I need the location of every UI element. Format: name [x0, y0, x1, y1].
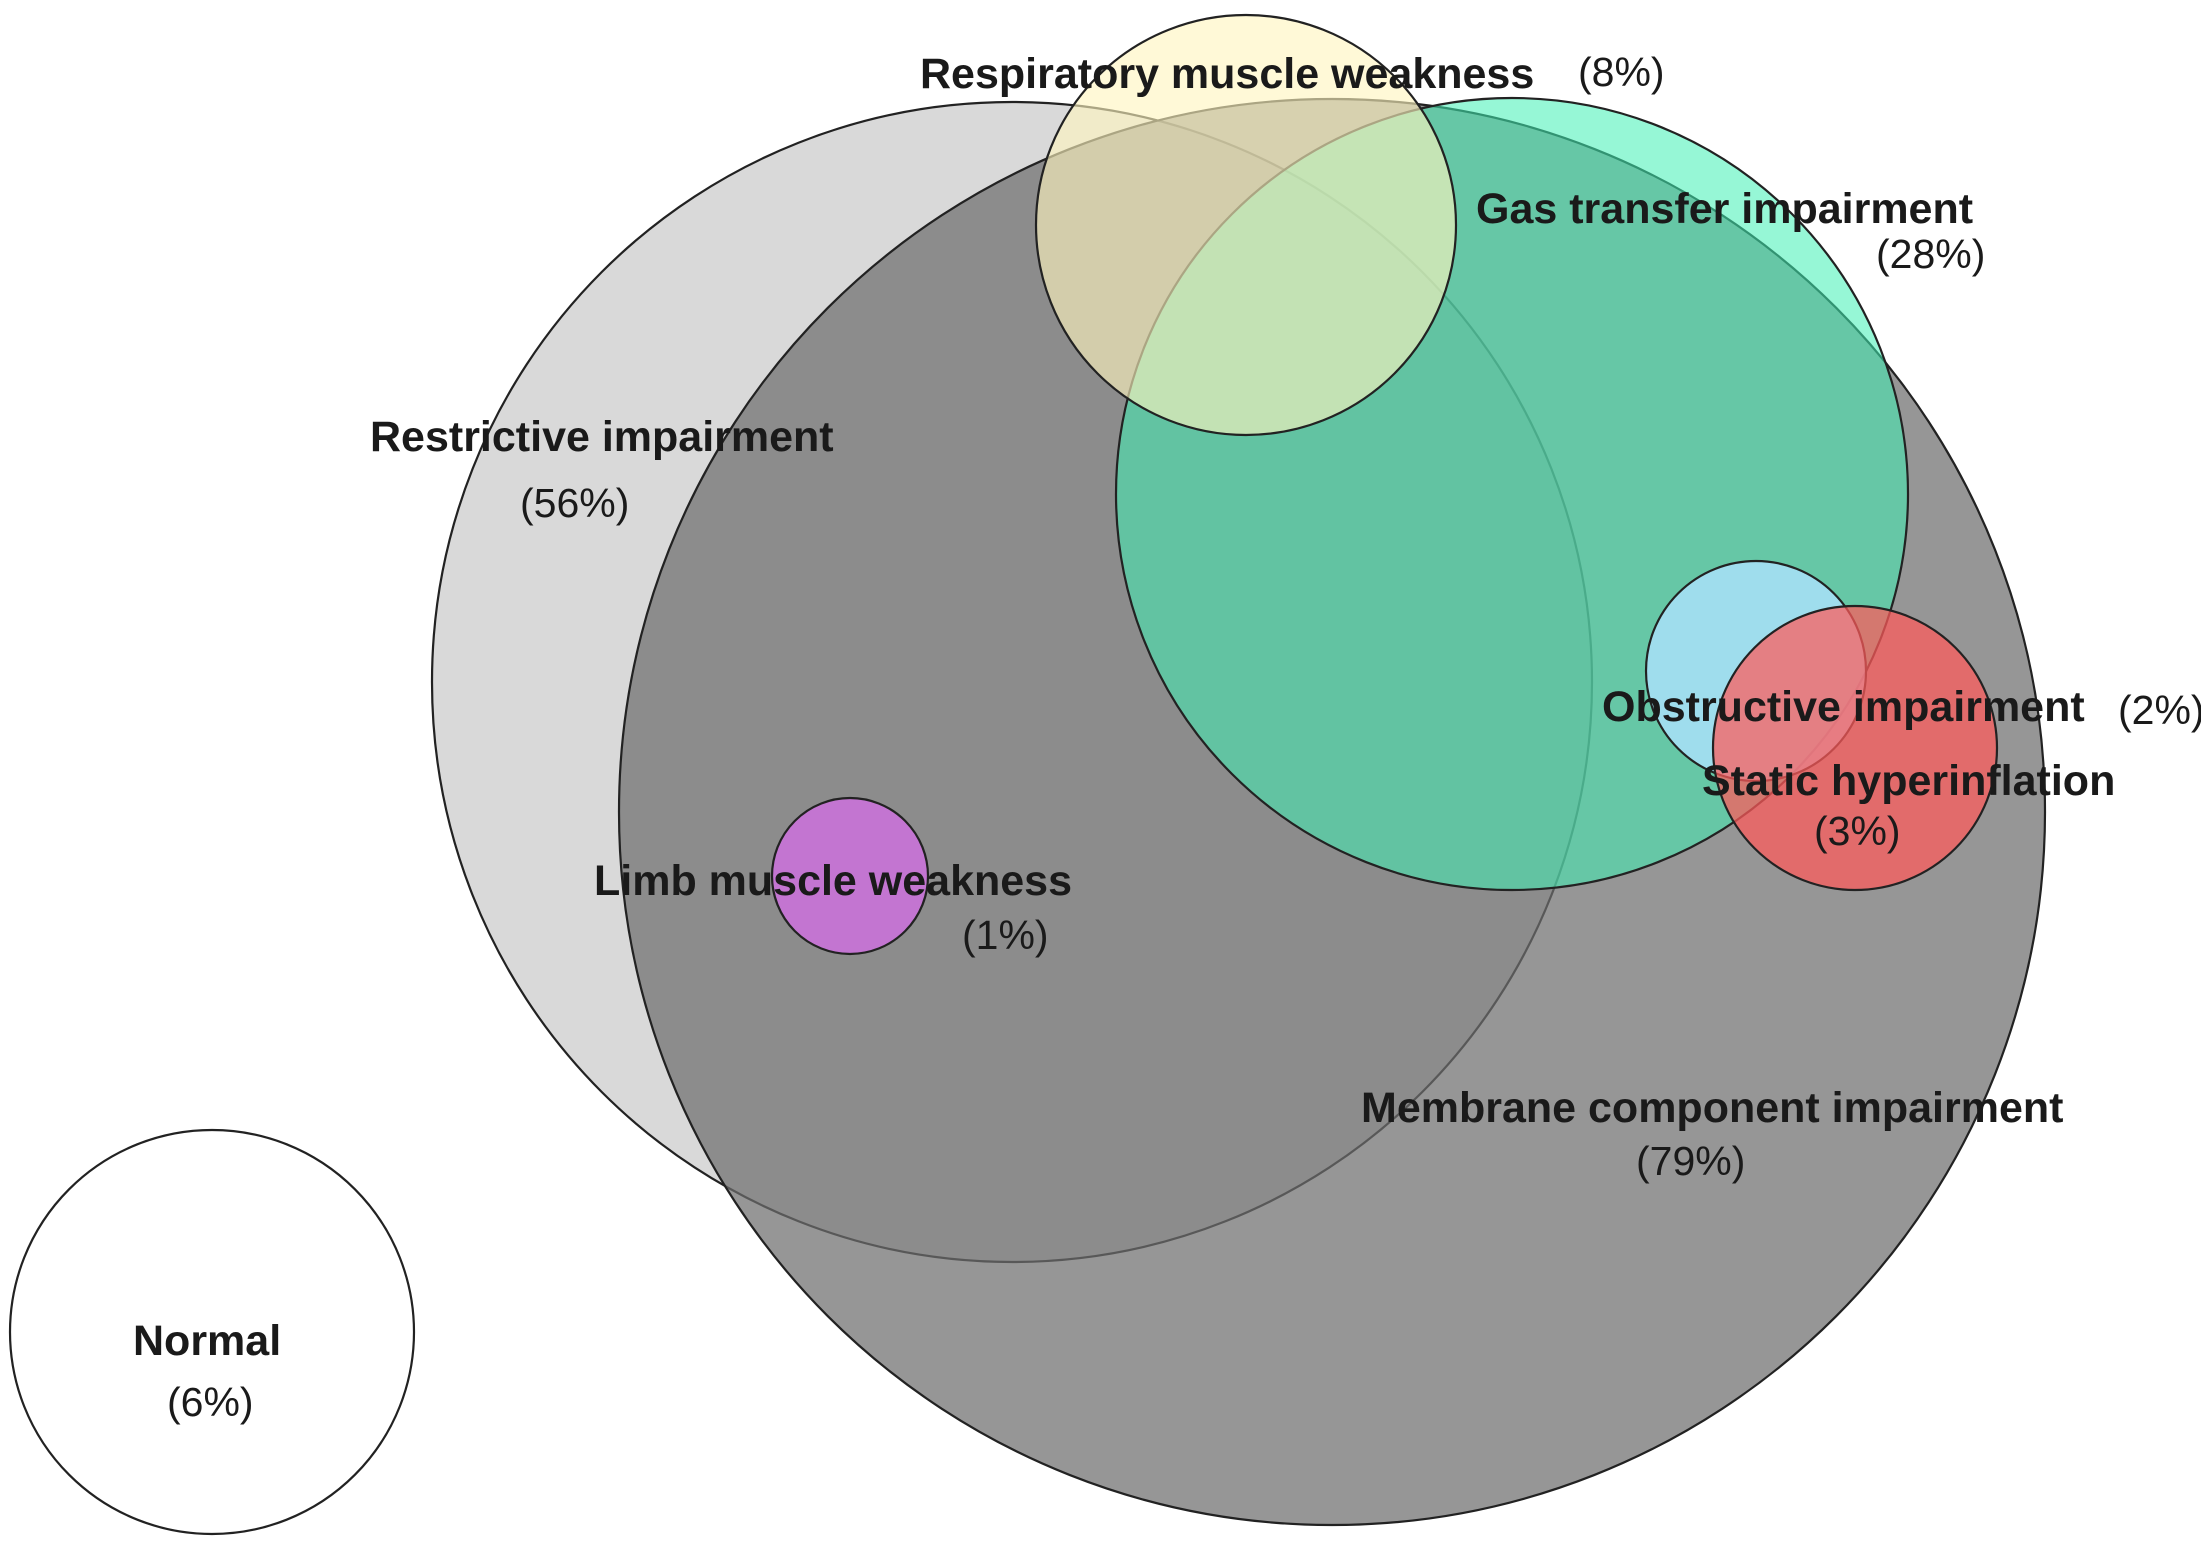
percent-static-hyperinflation: (3%) — [1814, 808, 1901, 854]
circle-static-hyperinflation — [1711, 604, 1999, 892]
label-normal: Normal — [133, 1317, 281, 1365]
label-respiratory-muscle-weakness: Respiratory muscle weakness — [920, 50, 1534, 98]
label-limb-muscle-weakness: Limb muscle weakness — [594, 857, 1072, 905]
label-membrane-component-impairment: Membrane component impairment — [1361, 1084, 2063, 1132]
label-obstructive-impairment: Obstructive impairment — [1602, 683, 2085, 731]
percent-obstructive-impairment: (2%) — [2118, 687, 2201, 733]
circle-normal — [8, 1128, 416, 1536]
label-gas-transfer-impairment: Gas transfer impairment — [1476, 185, 1973, 233]
percent-membrane-component-impairment: (79%) — [1636, 1138, 1745, 1184]
percent-gas-transfer-impairment: (28%) — [1876, 231, 1985, 277]
label-static-hyperinflation: Static hyperinflation — [1702, 757, 2115, 805]
label-restrictive-impairment: Restrictive impairment — [370, 413, 834, 461]
circle-limb-muscle-weakness — [770, 796, 930, 956]
circle-respiratory-muscle-weakness — [1034, 13, 1458, 437]
percent-limb-muscle-weakness: (1%) — [962, 912, 1049, 958]
percent-respiratory-muscle-weakness: (8%) — [1578, 49, 1665, 95]
percent-restrictive-impairment: (56%) — [520, 480, 629, 526]
percent-normal: (6%) — [167, 1379, 254, 1425]
